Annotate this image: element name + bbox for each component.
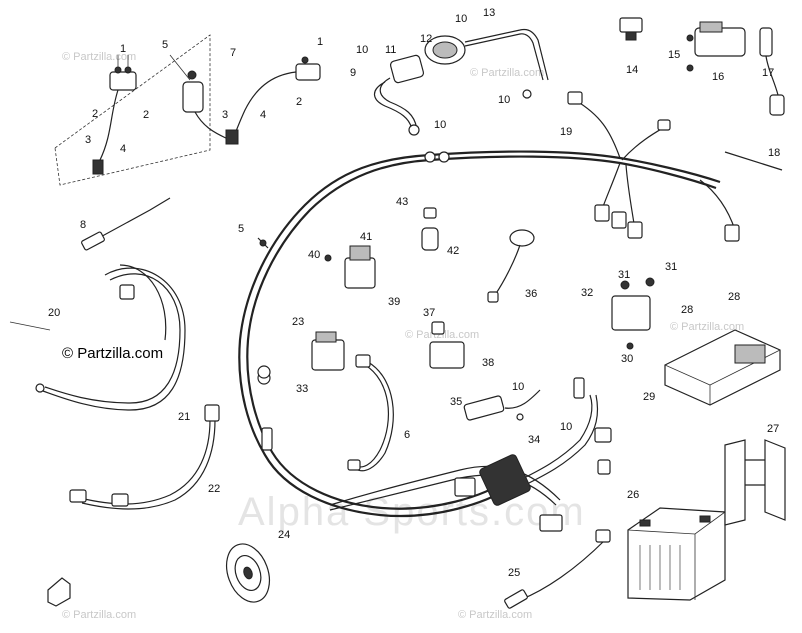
callout-4b: 4 xyxy=(260,109,266,121)
watermark-center: © Partzilla.com xyxy=(405,329,479,341)
callout-27: 27 xyxy=(767,423,779,435)
callout-15: 15 xyxy=(668,49,680,61)
callout-10d: 10 xyxy=(498,94,510,106)
group-outline xyxy=(54,34,211,186)
callout-5: 5 xyxy=(162,39,168,51)
callout-10c: 10 xyxy=(434,119,446,131)
main-wire-harness xyxy=(238,91,740,518)
callout-1: 1 xyxy=(120,43,126,55)
bracket-sensor-mid xyxy=(169,54,231,141)
callout-3: 3 xyxy=(85,134,91,146)
callout-43: 43 xyxy=(396,196,408,208)
callout-2b: 2 xyxy=(143,109,149,121)
bracket-sensor-right xyxy=(225,56,321,145)
watermark-bottom-left: © Partzilla.com xyxy=(62,609,136,621)
sensor-5 xyxy=(257,237,269,249)
callout-3b: 3 xyxy=(222,109,228,121)
callout-12: 12 xyxy=(420,33,432,45)
callout-28b: 28 xyxy=(728,291,740,303)
callout-5b: 5 xyxy=(238,223,244,235)
sensor-8 xyxy=(81,197,171,251)
callout-40: 40 xyxy=(308,249,320,261)
callout-38: 38 xyxy=(482,357,494,369)
callout-19: 19 xyxy=(560,126,572,138)
callout-18: 18 xyxy=(768,147,780,159)
callout-13: 13 xyxy=(483,7,495,19)
callout-1b: 1 xyxy=(317,36,323,48)
cable-6 xyxy=(347,354,394,472)
watermarks: © Partzilla.com © Partzilla.com © Partzi… xyxy=(62,51,744,621)
starter-relay-16 xyxy=(686,21,746,72)
callout-2: 2 xyxy=(92,108,98,120)
regulator-32 xyxy=(611,277,655,350)
callout-labels: 1 2 2 3 4 5 7 1 2 3 4 9 10 11 12 10 13 1… xyxy=(48,7,780,579)
callout-33: 33 xyxy=(296,383,308,395)
clip-small xyxy=(47,577,71,607)
fuel-pump-assembly xyxy=(373,28,549,136)
battery-holder-27 xyxy=(724,439,786,526)
callout-7: 7 xyxy=(230,47,236,59)
callout-10a: 10 xyxy=(356,44,368,56)
lower-harness-cluster xyxy=(329,377,612,532)
harness-22 xyxy=(69,404,220,510)
callout-30: 30 xyxy=(621,353,633,365)
callout-17: 17 xyxy=(762,67,774,79)
sensor-25 xyxy=(504,529,611,609)
watermark-bottom-mid: © Partzilla.com xyxy=(458,609,532,621)
callout-8: 8 xyxy=(80,219,86,231)
callout-34: 34 xyxy=(528,434,540,446)
watermark-right: © Partzilla.com xyxy=(670,321,744,333)
relay-39 xyxy=(324,245,376,289)
copyright-text: © Partzilla.com xyxy=(62,345,164,362)
wire-loop-21 xyxy=(35,264,186,411)
callout-42: 42 xyxy=(447,245,459,257)
callout-10e: 10 xyxy=(512,381,524,393)
callout-31a: 31 xyxy=(618,269,630,281)
callout-11: 11 xyxy=(385,44,396,56)
callout-36: 36 xyxy=(525,288,537,300)
connector-42-43 xyxy=(421,207,439,251)
callout-32: 32 xyxy=(581,287,593,299)
callout-41: 41 xyxy=(360,231,372,243)
spark-plug-cap-17 xyxy=(759,27,785,116)
callout-37: 37 xyxy=(423,307,435,319)
wire-20 xyxy=(9,321,51,331)
callout-9: 9 xyxy=(350,67,356,79)
callout-24: 24 xyxy=(278,529,290,541)
callout-10f: 10 xyxy=(560,421,572,433)
horn-24 xyxy=(225,543,271,603)
callout-16: 16 xyxy=(712,71,724,83)
callout-6: 6 xyxy=(404,429,410,441)
callout-29: 29 xyxy=(643,391,655,403)
callout-28a: 28 xyxy=(681,304,693,316)
callout-23: 23 xyxy=(292,316,304,328)
callout-2c: 2 xyxy=(296,96,302,108)
callout-4: 4 xyxy=(120,143,126,155)
battery-26 xyxy=(627,507,726,601)
callout-21: 21 xyxy=(178,411,190,423)
callout-14: 14 xyxy=(626,64,638,76)
watermark-alpha-sports: Alpha Sports.com xyxy=(238,490,586,534)
callout-26: 26 xyxy=(627,489,639,501)
callout-35: 35 xyxy=(450,396,462,408)
callout-22: 22 xyxy=(208,483,220,495)
switch-36 xyxy=(487,229,535,303)
wire-18 xyxy=(724,151,783,171)
watermark-top-mid: © Partzilla.com xyxy=(470,67,544,79)
callout-20: 20 xyxy=(48,307,60,319)
sensor-35 xyxy=(463,389,541,421)
callout-10b: 10 xyxy=(455,13,467,25)
callout-25: 25 xyxy=(508,567,520,579)
callout-39: 39 xyxy=(388,296,400,308)
relay-38 xyxy=(429,321,465,369)
relay-33 xyxy=(311,331,345,371)
relay-14 xyxy=(619,17,643,41)
ecu-29 xyxy=(664,329,781,406)
callout-31b: 31 xyxy=(665,261,677,273)
bracket-sensor-left xyxy=(92,55,137,175)
watermark-top-left: © Partzilla.com xyxy=(62,51,136,63)
